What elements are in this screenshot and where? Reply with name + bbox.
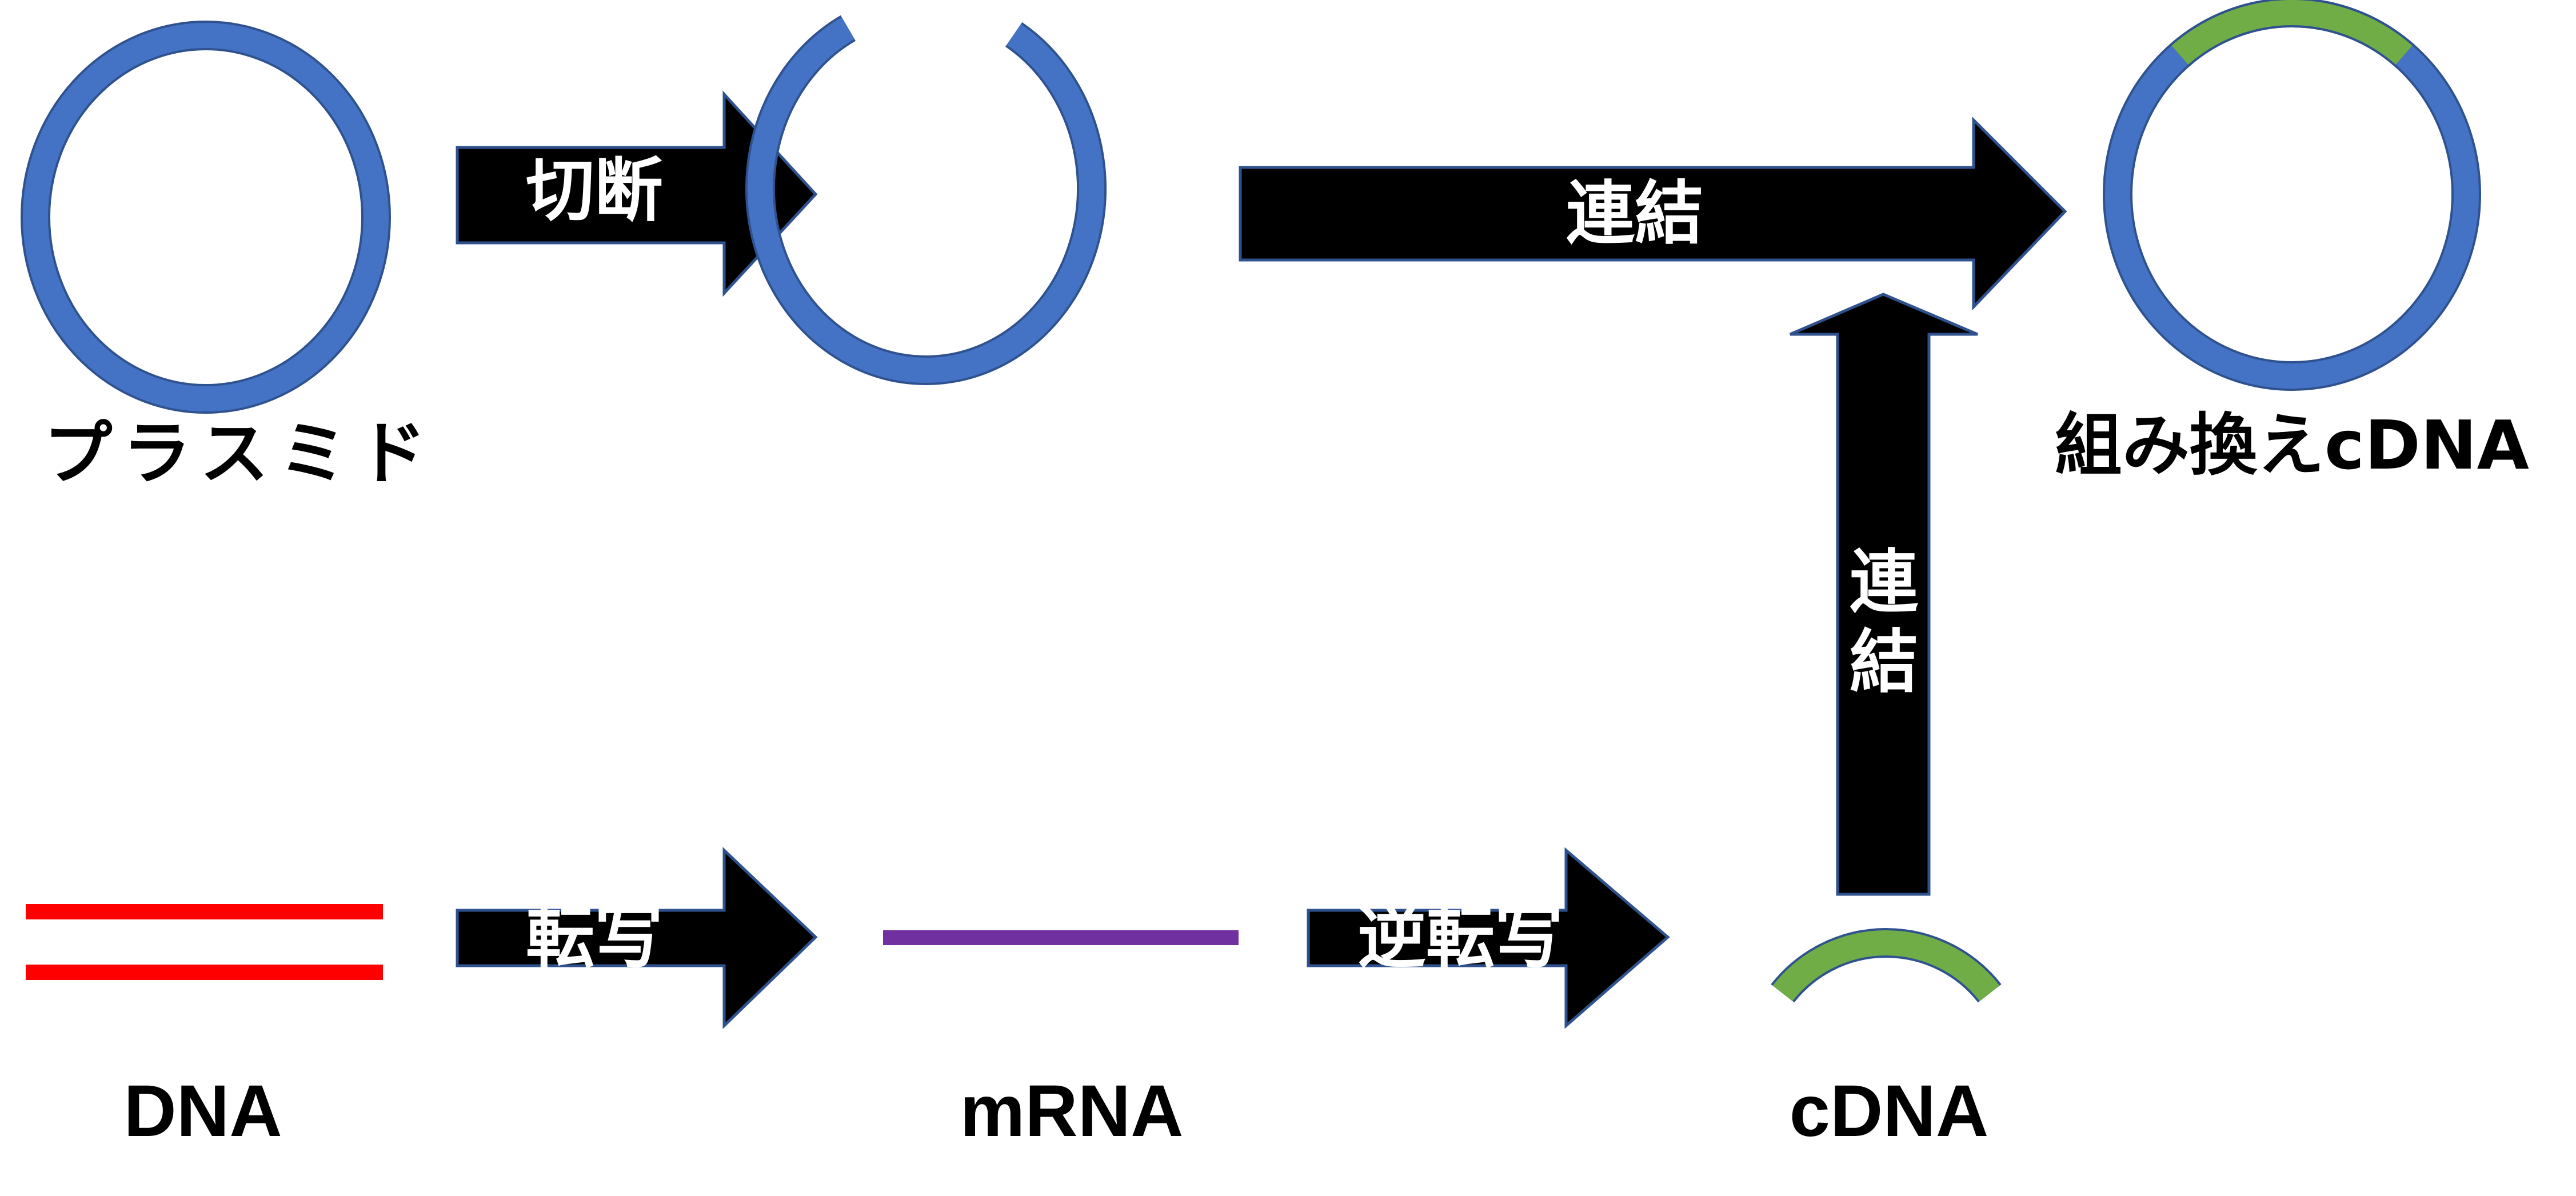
- dna-strand-top: [26, 904, 383, 919]
- cdna-label: cDNA: [1790, 1070, 1989, 1152]
- arrow-cut: 切断: [456, 90, 818, 297]
- arrow-ligate-horizontal: 連結: [1239, 116, 2067, 311]
- dna-label: DNA: [123, 1070, 282, 1152]
- recombinant-plasmid: [2103, 0, 2481, 391]
- recombinant-label: 組み換えcDNA: [2055, 406, 2529, 485]
- cdna-fragment: [1771, 928, 2002, 1003]
- arrow-ligate-vertical-label-1: 連: [1850, 543, 1919, 622]
- mrna-label: mRNA: [960, 1070, 1183, 1152]
- arrow-cut-label: 切断: [526, 151, 663, 231]
- arrow-reverse-transcription: 逆転写: [1307, 847, 1670, 1029]
- arrow-ligate-vertical: 連 結: [1790, 293, 1978, 896]
- dna-strand-bottom: [26, 965, 383, 980]
- mrna-strand: [883, 930, 1239, 945]
- dna-strands: [26, 904, 383, 980]
- cdna-insert: [2171, 0, 2413, 65]
- arrow-reverse-transcription-label: 逆転写: [1357, 898, 1563, 978]
- arrow-transcription-label: 転写: [526, 898, 663, 978]
- arrow-ligate-horizontal-label: 連結: [1566, 174, 1703, 254]
- plasmid-label: プラスミド: [43, 414, 437, 494]
- cut-plasmid: [745, 15, 1107, 385]
- arrow-ligate-vertical-label-2: 結: [1850, 623, 1918, 702]
- arrow-transcription: 転写: [456, 847, 818, 1029]
- plasmid-ring: [21, 21, 391, 414]
